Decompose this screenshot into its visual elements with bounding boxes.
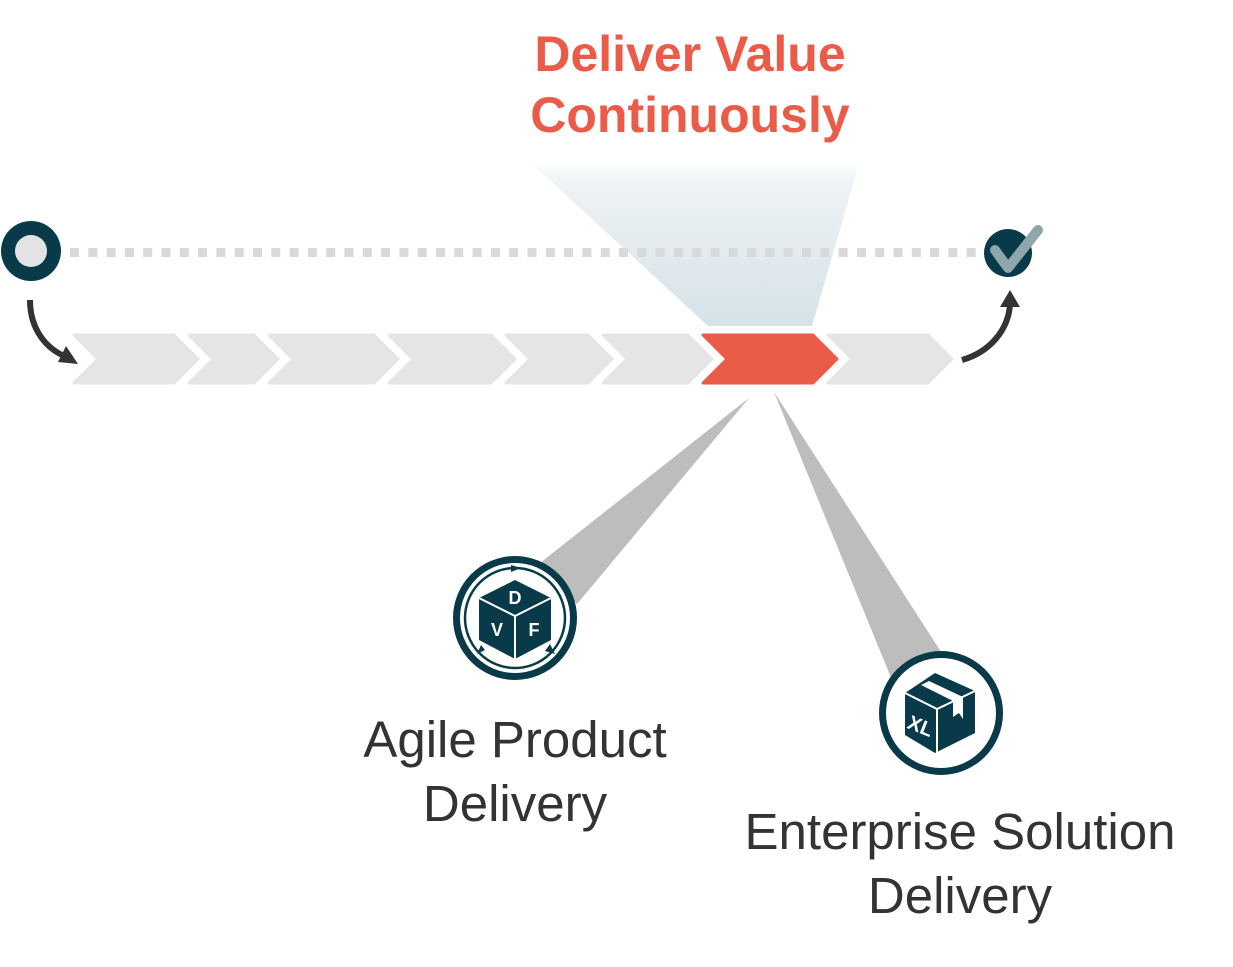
curved-arrow-in-icon	[27, 299, 78, 364]
timeline-dot	[326, 248, 336, 257]
timeline-dot	[161, 248, 171, 257]
stage-chevron	[601, 333, 714, 385]
timeline-dot	[875, 248, 885, 257]
timeline-dot	[765, 248, 775, 257]
timeline-dot	[381, 248, 391, 257]
timeline-dot	[216, 248, 226, 257]
timeline-dot	[399, 248, 409, 257]
timeline-dot	[143, 248, 153, 257]
timeline-dot	[545, 248, 555, 257]
timeline-dot	[527, 248, 537, 257]
timeline-dot	[637, 248, 647, 257]
title-line-1: Deliver Value	[534, 26, 846, 82]
stage-chevron	[387, 333, 517, 385]
dotted-timeline	[70, 248, 976, 257]
timeline-dot	[490, 248, 500, 257]
timeline-dot	[253, 248, 262, 257]
dvf-letter-f: F	[529, 620, 540, 640]
stage-chevron	[187, 333, 280, 385]
callout-beam-agile-product-delivery	[540, 398, 749, 604]
label-line-2: Delivery	[867, 867, 1053, 924]
timeline-dot	[747, 248, 757, 257]
label-line-2: Delivery	[422, 775, 608, 832]
agile-product-delivery-label: Agile Product Delivery	[300, 708, 730, 836]
timeline-dot	[783, 248, 793, 257]
title-line-2: Continuously	[530, 87, 850, 143]
dvf-letter-d: D	[509, 588, 522, 608]
timeline-dot	[619, 248, 628, 257]
timeline-dot	[911, 248, 921, 257]
value-stream-stages	[72, 333, 954, 385]
timeline-dot	[509, 248, 519, 257]
timeline-dot	[179, 248, 189, 257]
xl-box-icon: XL	[879, 651, 1003, 775]
timeline-dot	[124, 248, 134, 257]
spotlight-beam	[528, 160, 860, 326]
timeline-dot	[234, 248, 244, 257]
timeline-dot	[582, 248, 592, 257]
timeline-dot	[893, 248, 903, 257]
timeline-dot	[948, 248, 958, 257]
enterprise-solution-delivery-label: Enterprise Solution Delivery	[700, 800, 1220, 928]
timeline-dot	[198, 248, 208, 257]
dvf-cube-icon: D V F	[453, 556, 577, 680]
timeline-dot	[838, 248, 848, 257]
timeline-dot	[564, 248, 574, 257]
timeline-dot	[930, 248, 940, 257]
stage-chevron	[267, 333, 400, 385]
timeline-dot	[966, 248, 976, 257]
stage-chevron	[826, 333, 954, 385]
timeline-dot	[710, 248, 720, 257]
start-circle-icon	[1, 221, 61, 281]
stage-chevron	[504, 333, 614, 385]
callout-beam-enterprise-solution-delivery	[774, 392, 943, 680]
timeline-dot	[692, 248, 702, 257]
label-line-1: Enterprise Solution	[744, 803, 1176, 860]
timeline-dot	[289, 248, 299, 257]
timeline-dot	[673, 248, 683, 257]
timeline-dot	[472, 248, 482, 257]
curved-arrow-out-icon	[961, 290, 1020, 363]
timeline-dot	[600, 248, 610, 257]
timeline-dot	[70, 248, 79, 257]
timeline-dot	[802, 248, 811, 257]
timeline-dot	[655, 248, 665, 257]
timeline-dot	[436, 248, 445, 257]
stage-chevron-highlighted	[701, 333, 839, 385]
timeline-dot	[454, 248, 464, 257]
timeline-dot	[106, 248, 116, 257]
page-title: Deliver Value Continuously	[470, 24, 910, 146]
timeline-dot	[856, 248, 866, 257]
timeline-dot	[362, 248, 372, 257]
timeline-dot	[271, 248, 281, 257]
timeline-dot	[344, 248, 354, 257]
checkmark-circle-icon	[984, 225, 1043, 277]
timeline-dot	[820, 248, 830, 257]
timeline-dot	[728, 248, 738, 257]
timeline-dot	[307, 248, 317, 257]
timeline-dot	[417, 248, 427, 257]
dvf-letter-v: V	[491, 620, 503, 640]
stage-chevron	[72, 333, 200, 385]
timeline-dot	[88, 248, 98, 257]
label-line-1: Agile Product	[363, 711, 667, 768]
